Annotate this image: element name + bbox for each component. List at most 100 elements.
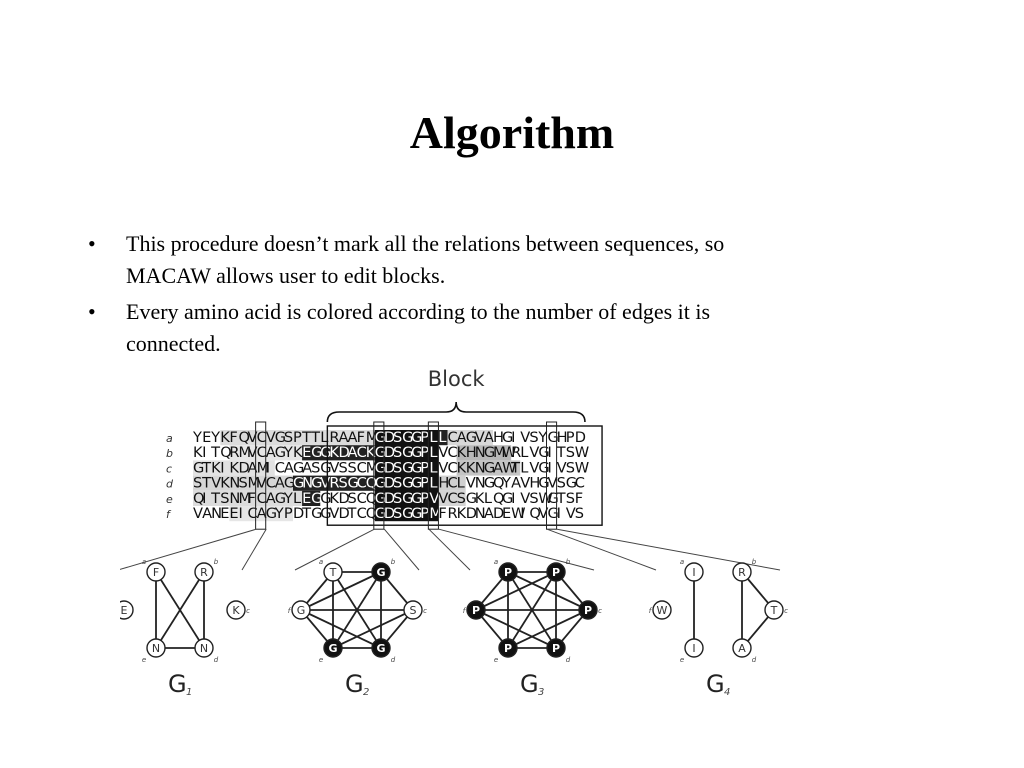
residue: D (338, 490, 349, 507)
graph-node (146, 562, 166, 582)
node-position-label: f (463, 607, 467, 615)
residue: G (284, 475, 295, 492)
graph-node (371, 562, 391, 582)
residue: I (548, 444, 552, 461)
residue: I (548, 459, 552, 476)
graph-edge (332, 609, 414, 649)
residue: E (502, 505, 511, 522)
row-label: a (166, 432, 173, 445)
residue: N (475, 444, 486, 461)
graph-node (371, 638, 391, 658)
residue: Q (366, 490, 378, 507)
residue: G (548, 505, 559, 522)
row-label: e (166, 493, 173, 506)
row-label: d (166, 478, 174, 491)
residue: C (575, 475, 585, 492)
residue: S (393, 505, 402, 522)
node-letter: K (232, 604, 240, 617)
residue: V (429, 490, 439, 507)
residue: T (210, 444, 220, 461)
residue: L (429, 475, 438, 492)
residue: S (338, 459, 347, 476)
residue: H (438, 475, 449, 492)
residue: V (193, 505, 203, 522)
dark-region (292, 475, 375, 491)
residue: A (348, 444, 358, 461)
residue: L (320, 429, 329, 446)
column-marker (546, 421, 558, 530)
residue: M (493, 444, 506, 461)
block-brace (326, 401, 586, 423)
residue: G (484, 459, 495, 476)
residue: C (357, 459, 367, 476)
residue: G (311, 475, 322, 492)
residue: Y (537, 429, 547, 446)
residue: L (484, 490, 493, 507)
residue: P (420, 505, 429, 522)
residue: D (493, 505, 504, 522)
graph-node (146, 638, 166, 658)
residue: S (348, 490, 357, 507)
residue: V (566, 505, 576, 522)
column-link (383, 528, 420, 571)
residue: A (484, 429, 494, 446)
residue: S (457, 490, 466, 507)
residue: Q (193, 490, 205, 507)
node-letter: N (200, 642, 208, 655)
column-link (546, 528, 657, 571)
residue: C (266, 475, 276, 492)
residue: W (511, 505, 525, 522)
residue: Q (238, 429, 250, 446)
node-letter: T (329, 566, 337, 579)
residue: V (320, 475, 330, 492)
residue: I (202, 444, 206, 461)
node-letter: G (376, 566, 385, 579)
bullet-line: Every amino acid is colored according to… (126, 299, 711, 324)
residue: I (511, 429, 515, 446)
graph-label: G (345, 670, 364, 698)
residue: D (293, 505, 304, 522)
node-letter: R (200, 566, 208, 579)
residue: S (220, 490, 229, 507)
residue: T (510, 459, 520, 476)
residue: S (238, 475, 247, 492)
dark-region (438, 430, 448, 446)
residue: G (375, 490, 386, 507)
residue: G (502, 490, 513, 507)
residue: S (557, 475, 566, 492)
residue: C (257, 490, 267, 507)
conserved-block (374, 430, 439, 522)
node-position-label: d (391, 656, 396, 664)
residue: M (238, 444, 251, 461)
residue: G (320, 459, 331, 476)
residue: V (548, 475, 558, 492)
residue: K (457, 459, 467, 476)
residue: C (448, 475, 458, 492)
residue: E (229, 505, 238, 522)
residue: N (475, 459, 486, 476)
residue: G (375, 505, 386, 522)
residue: C (448, 444, 458, 461)
graph-node (684, 562, 704, 582)
shade-region (456, 445, 512, 461)
residue: S (284, 429, 293, 446)
residue: S (566, 459, 575, 476)
residue: L (429, 459, 438, 476)
residue: G (320, 490, 331, 507)
graph-node (226, 600, 246, 620)
residue: S (566, 444, 575, 461)
bullet-item: • Every amino acid is colored according … (88, 296, 848, 360)
residue: G (193, 459, 204, 476)
residue: C (357, 505, 367, 522)
residue: D (338, 505, 349, 522)
residue: W (502, 459, 516, 476)
node-position-label: d (214, 656, 219, 664)
residue: A (348, 429, 358, 446)
residue: Y (274, 505, 284, 522)
residue: E (202, 429, 211, 446)
residue: V (557, 459, 567, 476)
residue: D (238, 459, 249, 476)
column-marker (373, 421, 385, 530)
residue: G (502, 429, 513, 446)
residue: S (529, 490, 538, 507)
